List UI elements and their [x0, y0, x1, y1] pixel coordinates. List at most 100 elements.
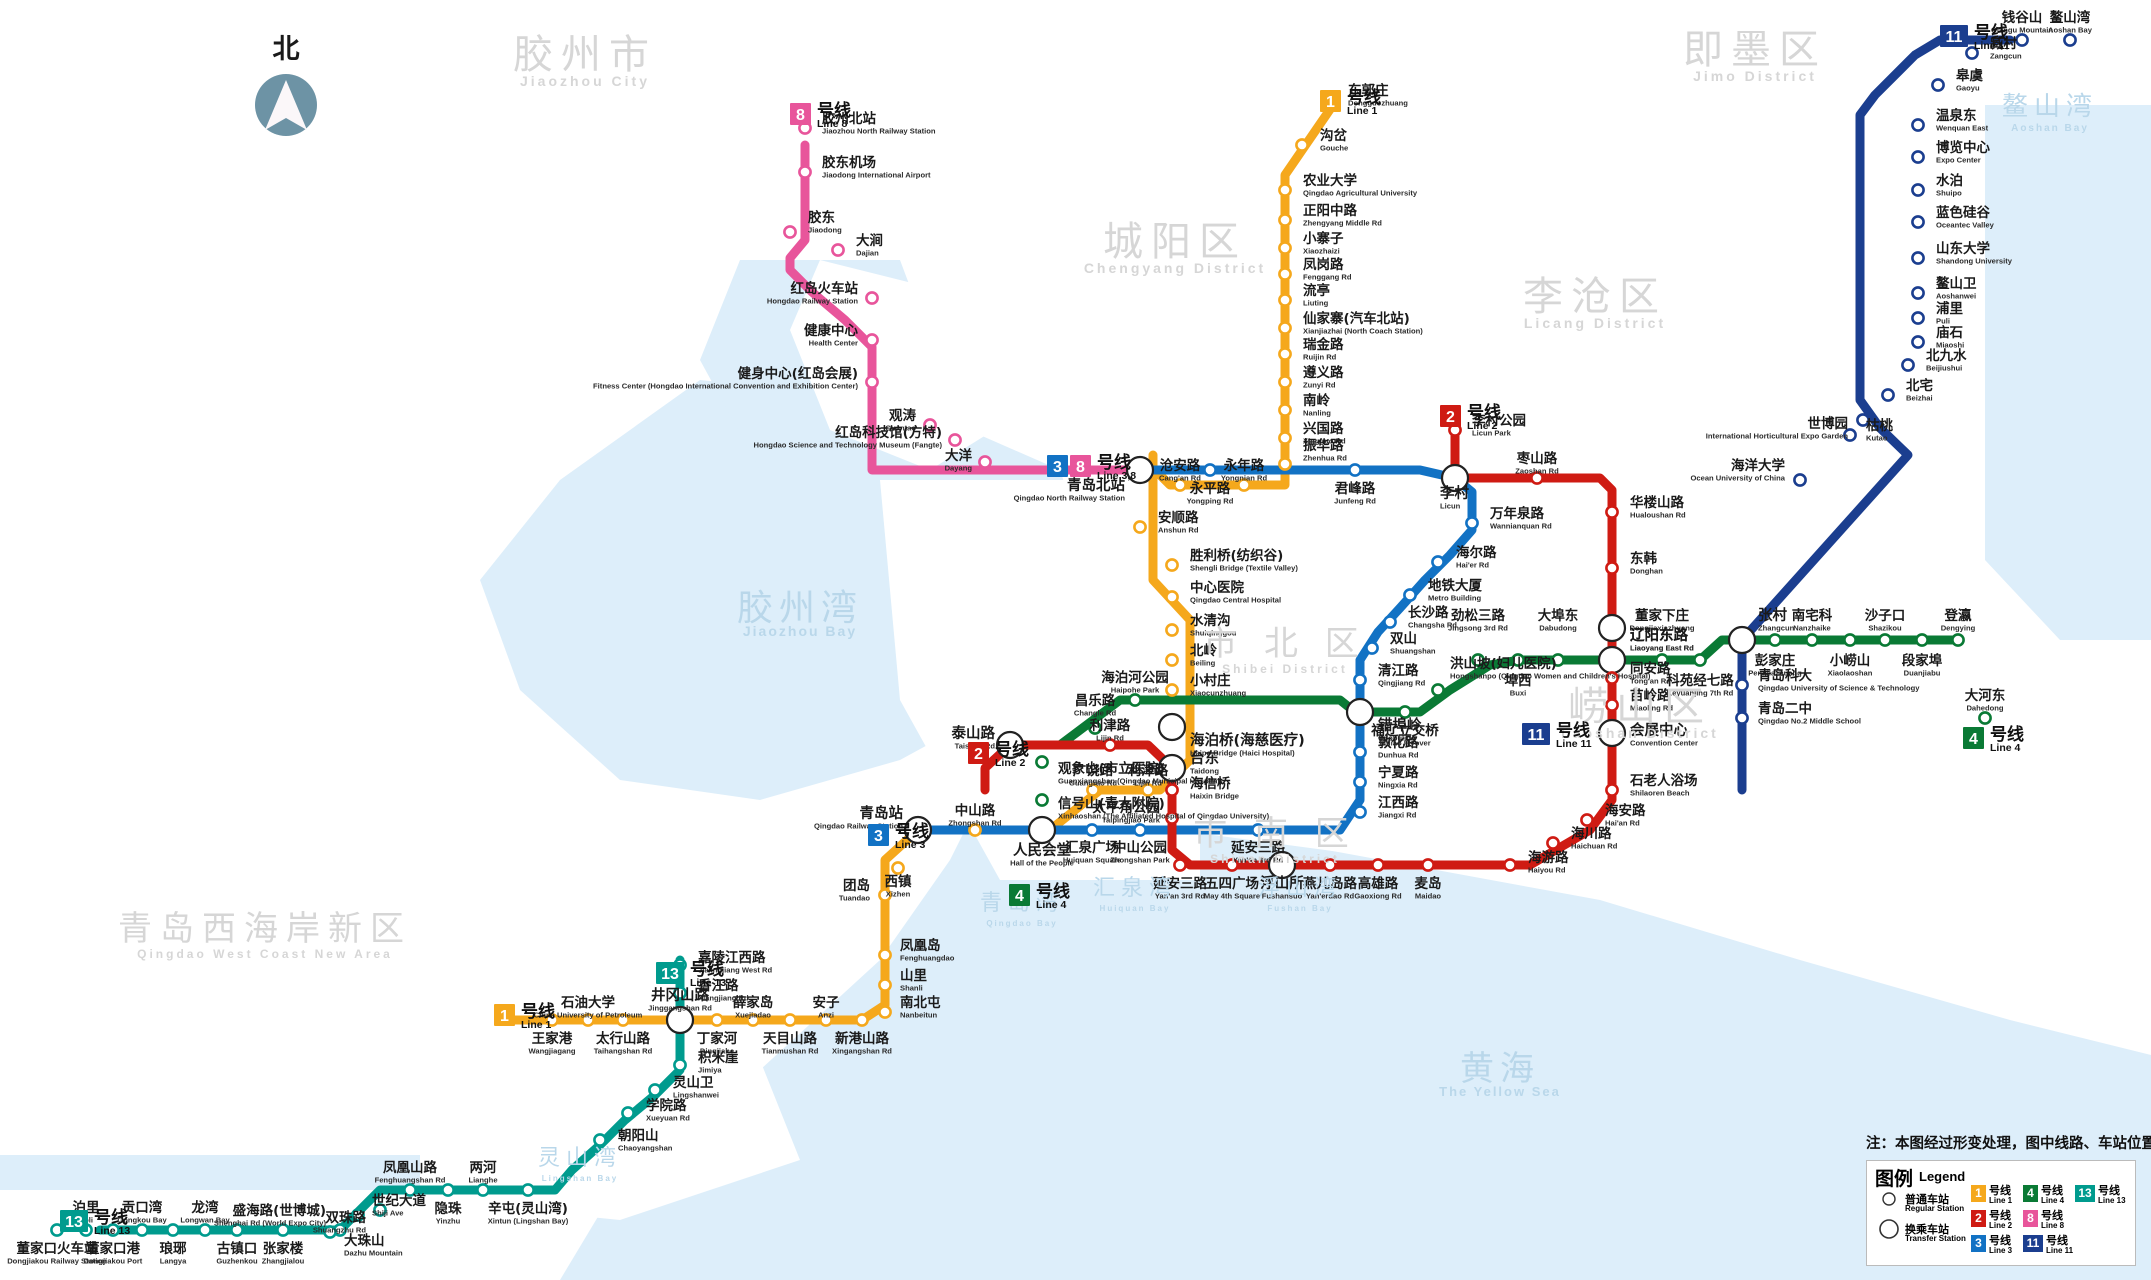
station-dayang[interactable] [978, 455, 992, 469]
station-lingshanwei[interactable] [648, 1083, 662, 1097]
station-changle-rd[interactable] [1088, 721, 1102, 735]
station-shengli-bridge-textile-valley[interactable] [1165, 558, 1179, 572]
station-lijin-rd[interactable] [1141, 783, 1155, 797]
station-xueyuan-rd[interactable] [621, 1106, 635, 1120]
station-liuting[interactable] [1278, 293, 1292, 307]
station-yan-an-3rd-rd[interactable] [1251, 823, 1265, 837]
station-shiji-ave[interactable] [351, 1208, 365, 1222]
station-ruijin-rd[interactable] [1278, 347, 1292, 361]
station-aoshan-bay[interactable] [2063, 33, 2077, 47]
station-xiangjiang-rd[interactable] [673, 986, 687, 1000]
station-dongjiakou-port[interactable] [106, 1223, 120, 1237]
station-xingguo-rd[interactable] [1278, 431, 1292, 445]
station-jinggangshan-rd[interactable] [665, 1005, 695, 1035]
station-miaoshi[interactable] [1911, 335, 1925, 349]
station-yan-an-3rd-rd[interactable] [1173, 858, 1187, 872]
station-xiaolaoshan[interactable] [1843, 633, 1857, 647]
station-expo-center[interactable] [1911, 150, 1925, 164]
station-hualoushan-rd[interactable] [1605, 505, 1619, 519]
station-fitness-center-hongdao-international-convention-and-exhibition-center[interactable] [865, 375, 879, 389]
station-shuangshan[interactable] [1365, 641, 1379, 655]
station-keyuanjing-7th-rd[interactable] [1693, 653, 1707, 667]
station-aoshanwei[interactable] [1911, 286, 1925, 300]
station-may-4th-square[interactable] [1225, 858, 1239, 872]
station-fushansuo[interactable] [1267, 850, 1297, 880]
station-ningxia-rd[interactable] [1353, 775, 1367, 789]
station-jiaodong[interactable] [783, 225, 797, 239]
station-guantao[interactable] [923, 418, 937, 432]
station-guzhenkou[interactable] [230, 1223, 244, 1237]
station-liaoyang-east-rd[interactable] [1597, 613, 1627, 643]
station-dazhu-mountain[interactable] [323, 1225, 337, 1239]
station-taidong[interactable] [1157, 753, 1187, 783]
station-beiling[interactable] [1165, 653, 1179, 667]
station-buxi[interactable] [1511, 653, 1525, 667]
station-jiangxi-rd[interactable] [1353, 805, 1367, 819]
station-haixin-bridge[interactable] [1165, 783, 1179, 797]
station-gouche[interactable] [1295, 138, 1309, 152]
station-zhongshan-park[interactable] [1133, 823, 1147, 837]
station-qingdao-no-2-middle-school[interactable] [1735, 711, 1749, 725]
station-xinhaoshan-the-affiliated-hospital-of-qingdao-university[interactable] [1035, 793, 1049, 807]
station-dengying[interactable] [1951, 633, 1965, 647]
station-shazikou[interactable] [1878, 633, 1892, 647]
station-hongdao-science-and-technology-museum-fangte[interactable] [948, 433, 962, 447]
station-nanbeitun[interactable] [878, 1005, 892, 1019]
station-haipo-bridge-haici-hospital[interactable] [1157, 712, 1187, 742]
station-donghan[interactable] [1605, 561, 1619, 575]
station-kutao[interactable] [1843, 428, 1857, 442]
station-taihangshan-rd[interactable] [616, 1013, 630, 1027]
station-fuliao-flyover[interactable] [1398, 705, 1412, 719]
station-xingangshan-rd[interactable] [855, 1013, 869, 1027]
station-metro-building[interactable] [1403, 588, 1417, 602]
station-shilaoren-beach[interactable] [1605, 783, 1619, 797]
station-shanli[interactable] [878, 978, 892, 992]
station-gaoxiong-rd[interactable] [1371, 858, 1385, 872]
station-hall-of-the-people[interactable] [1027, 815, 1057, 845]
station-puli[interactable] [1911, 311, 1925, 325]
station-langya[interactable] [166, 1223, 180, 1237]
station-duanjiabu[interactable] [1915, 633, 1929, 647]
station-qingdao-railway-station[interactable] [903, 815, 933, 845]
station-zhangcun[interactable] [1727, 625, 1757, 655]
station-qingdao-university-of-science-technology[interactable] [1735, 678, 1749, 692]
station-shuangzhu-rd[interactable] [373, 1203, 387, 1217]
station-hongshanpo-qingdao-women-and-children-s-hospital[interactable] [1431, 683, 1445, 697]
station-dabudong[interactable] [1551, 653, 1565, 667]
station-taipingjiao-park[interactable] [1165, 811, 1179, 825]
station-ocean-university-of-china[interactable] [1793, 473, 1807, 487]
station-lianghe[interactable] [476, 1183, 490, 1197]
station-huiquan-square[interactable] [1085, 823, 1099, 837]
station-fenggang-rd[interactable] [1278, 267, 1292, 281]
station-fenghuangshan-rd[interactable] [403, 1183, 417, 1197]
station-hai-an-rd[interactable] [1580, 813, 1594, 827]
station-anzi[interactable] [819, 1013, 833, 1027]
station-wenquan-east[interactable] [1911, 118, 1925, 132]
station-zhangjialou[interactable] [276, 1223, 290, 1237]
station-haiyou-rd[interactable] [1503, 858, 1517, 872]
station-shuipo[interactable] [1911, 183, 1925, 197]
station-shuiqinggou[interactable] [1165, 623, 1179, 637]
station-changsha-rd[interactable] [1383, 615, 1397, 629]
station-qingdao-north-railway-station[interactable] [1125, 455, 1155, 485]
station-tianmushan-rd[interactable] [783, 1013, 797, 1027]
station-zhongshan-rd[interactable] [968, 823, 982, 837]
station-wannianquan-rd[interactable] [1465, 516, 1479, 530]
station-xizhen[interactable] [891, 861, 905, 875]
station-dahedong[interactable] [1978, 711, 1992, 725]
station-qingjiang-rd[interactable] [1353, 673, 1367, 687]
station-xintun-lingshan-bay[interactable] [521, 1183, 535, 1197]
station-xiaozhaizi[interactable] [1278, 241, 1292, 255]
station-zhengyang-middle-rd[interactable] [1278, 213, 1292, 227]
station-tuandao[interactable] [878, 888, 892, 902]
station-yongping-rd[interactable] [1203, 463, 1217, 477]
station-qingdao-agricultural-university[interactable] [1278, 183, 1292, 197]
station-xiaocunzhuang[interactable] [1165, 683, 1179, 697]
station-china-university-of-petroleum[interactable] [581, 1013, 595, 1027]
station-yongnian-rd[interactable] [1237, 478, 1251, 492]
station-hai-er-rd[interactable] [1431, 555, 1445, 569]
station-xuejiadao[interactable] [746, 1013, 760, 1027]
station-nanling[interactable] [1278, 403, 1292, 417]
station-beijiushui[interactable] [1901, 358, 1915, 372]
station-jingsong-3rd-rd[interactable] [1471, 653, 1485, 667]
